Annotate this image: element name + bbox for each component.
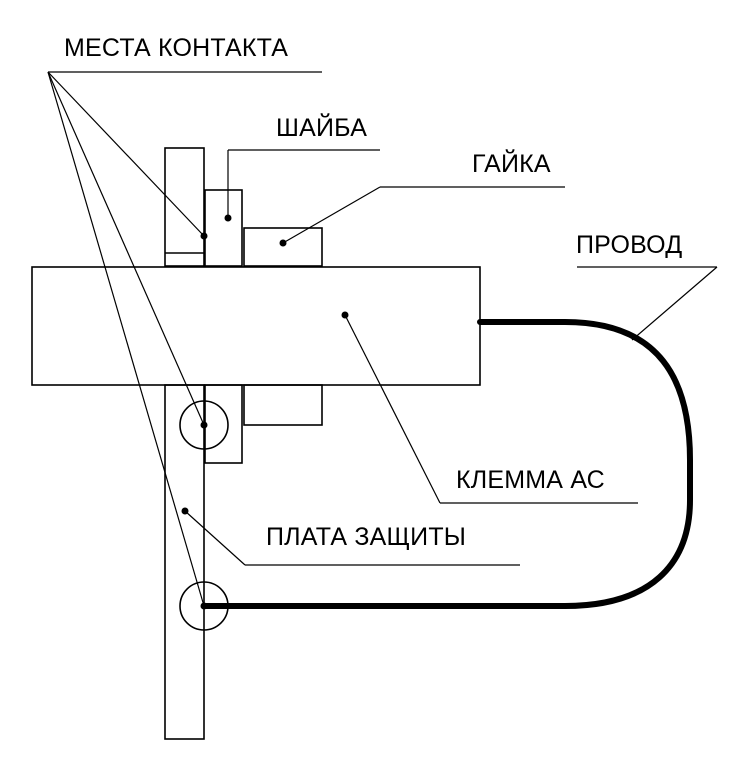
- wire-leader: [631, 266, 718, 341]
- leader-lines: [47, 71, 718, 607]
- protection-board: [164, 147, 205, 740]
- contact-dot-upper: [200, 232, 208, 240]
- contact-points-leader-1: [47, 71, 205, 237]
- contact-points-leader-2: [47, 71, 205, 426]
- nut: [243, 227, 323, 426]
- label-wire: ПРОВОД: [576, 231, 682, 259]
- contact-points-leader-3: [47, 71, 205, 607]
- label-protection-board: ПЛАТА ЗАЩИТЫ: [266, 523, 466, 551]
- ac-terminal-block: [31, 266, 481, 386]
- label-ac-terminal: КЛЕММА АС: [456, 466, 605, 494]
- label-contact-points: МЕСТА КОНТАКТА: [64, 34, 288, 62]
- washer-upper: [204, 189, 243, 267]
- label-nut: ГАЙКА: [472, 148, 551, 178]
- washer-lower: [204, 384, 243, 464]
- washer: [204, 189, 243, 464]
- nut-dot: [279, 239, 287, 247]
- protection-board-upper: [164, 147, 205, 267]
- protection-board-dot: [181, 507, 189, 515]
- wire-path: [202, 319, 693, 609]
- ac-terminal-dot: [341, 311, 349, 319]
- contact-dot-lower: [200, 602, 208, 610]
- nut-lower: [243, 384, 323, 426]
- ac-terminal-leader: [344, 314, 441, 504]
- nut-upper: [243, 227, 323, 267]
- label-washer: ШАЙБА: [276, 112, 367, 142]
- leader-dots: [181, 214, 349, 610]
- contact-dot-middle: [200, 421, 208, 429]
- nut-leader: [282, 186, 381, 244]
- protection-board-leader: [184, 510, 246, 566]
- washer-dot: [224, 214, 232, 222]
- contact-circle-upper: [179, 400, 229, 450]
